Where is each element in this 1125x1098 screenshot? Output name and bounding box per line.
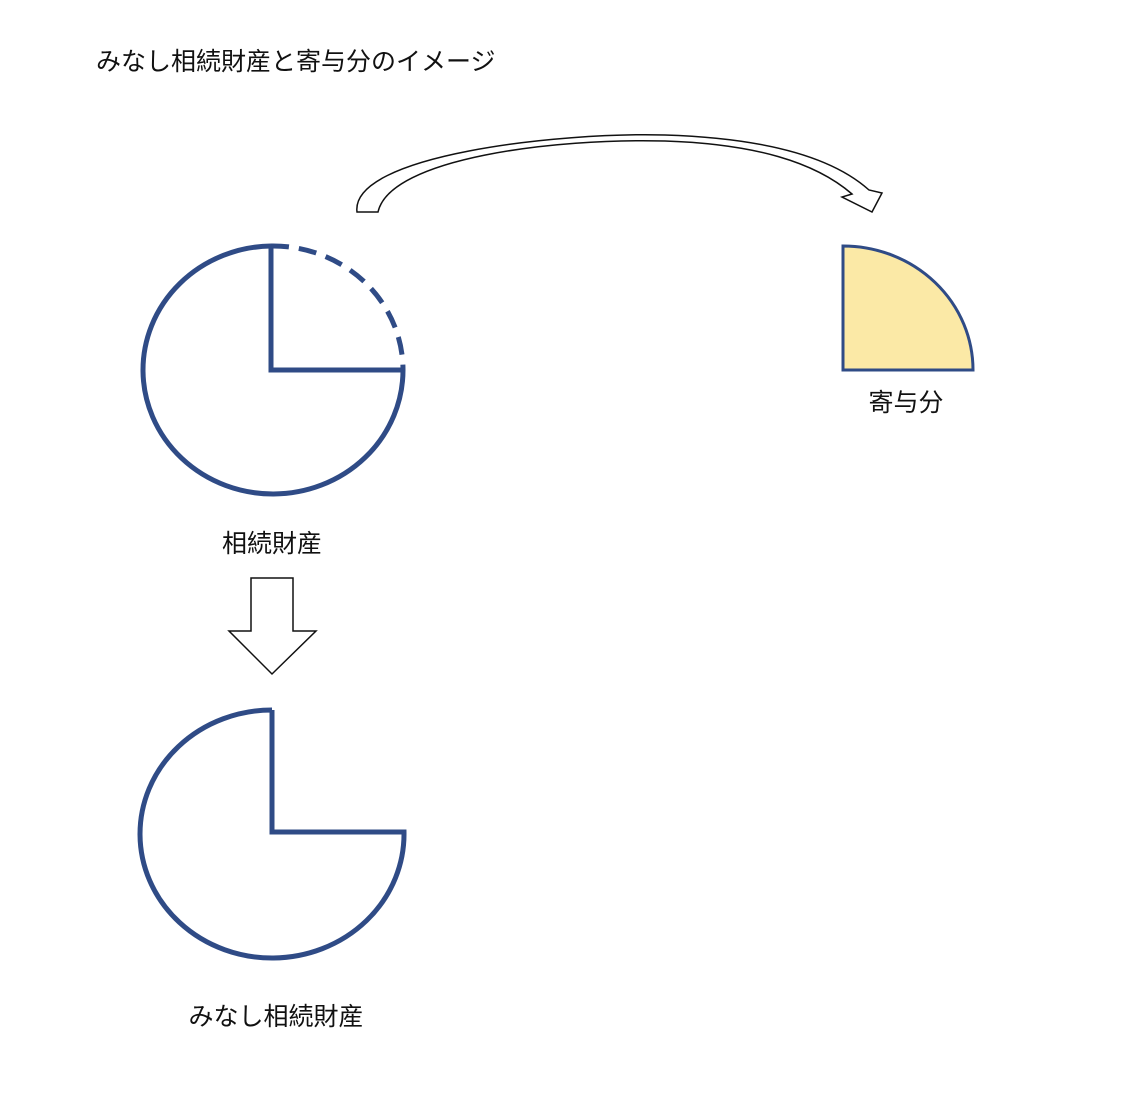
estate-dashed-quadrant-outline <box>270 243 406 371</box>
estate-label: 相続財産 <box>221 529 323 558</box>
estate-main-outline <box>140 243 406 497</box>
deemed-estate-label: みなし相続財産 <box>188 1002 364 1031</box>
page-title: みなし相続財産と寄与分のイメージ <box>96 47 496 76</box>
deemed-estate-shape <box>137 707 407 961</box>
estate-pie-group <box>140 243 406 497</box>
estate-quadrant-lines <box>268 246 403 373</box>
contribution-label: 寄与分 <box>868 388 944 417</box>
down-arrow <box>227 577 318 676</box>
curved-transfer-arrow <box>356 133 884 213</box>
contribution-quarter-shape <box>841 244 975 372</box>
